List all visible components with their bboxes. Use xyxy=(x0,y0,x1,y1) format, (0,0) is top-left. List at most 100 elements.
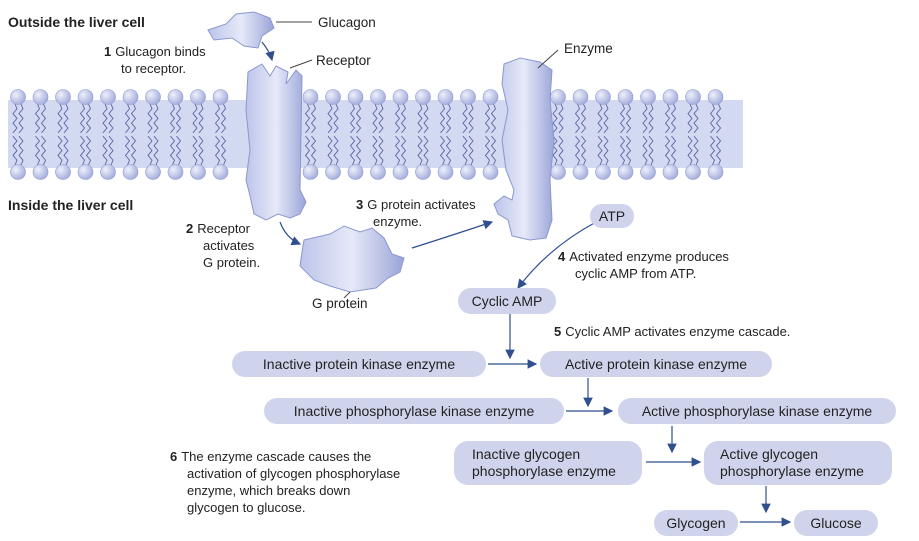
lipid-head xyxy=(595,89,611,105)
lipid-tail xyxy=(484,135,491,166)
lipid-head xyxy=(10,89,26,105)
glucose-pill: Glucose xyxy=(794,510,878,536)
lipid-tail xyxy=(670,103,677,134)
lipid-tail xyxy=(400,103,407,134)
lipid-tail xyxy=(85,135,92,166)
lipid-tail xyxy=(625,135,632,166)
lipid-head xyxy=(100,164,116,180)
lipid-tail xyxy=(63,135,69,166)
lipid-tail xyxy=(57,103,63,134)
lipid-tail xyxy=(709,103,716,134)
lipid-head xyxy=(212,89,229,105)
lipid-tail xyxy=(349,135,356,166)
lipid-tail xyxy=(619,135,626,166)
lipid-tail xyxy=(709,135,716,166)
receptor-leader xyxy=(289,59,313,69)
lipid-tail xyxy=(625,103,632,134)
lipid-head xyxy=(145,164,161,180)
lipid-head xyxy=(347,164,364,180)
arrow-glucagon-to-receptor xyxy=(261,41,275,62)
lipid-head xyxy=(617,164,634,180)
atp-pill: ATP xyxy=(590,204,634,228)
lipid-tail xyxy=(198,135,204,166)
g-protein-molecule xyxy=(299,225,405,293)
lipid-tail xyxy=(619,103,626,134)
lipid-head xyxy=(32,164,49,180)
lipid-tail xyxy=(34,103,41,134)
lipid-tail xyxy=(603,103,609,134)
lipid-tail xyxy=(169,135,176,166)
lipid-tail xyxy=(124,135,131,166)
lipid-head xyxy=(550,164,566,180)
arrow-receptor-to-gprotein xyxy=(279,221,302,246)
lipid-head xyxy=(640,89,656,105)
lipid-tail xyxy=(693,103,699,134)
lipid-tail xyxy=(462,103,468,134)
lipid-head xyxy=(437,89,454,105)
lipid-head xyxy=(595,164,611,180)
lipid-head xyxy=(32,89,49,105)
lipid-tail xyxy=(439,135,446,166)
glycogen-pill: Glycogen xyxy=(654,510,738,536)
lipid-tail xyxy=(57,135,63,166)
lipid-head xyxy=(685,164,701,180)
lipid-tail xyxy=(102,103,108,134)
lipid-tail xyxy=(372,103,378,134)
glucagon-molecule xyxy=(207,11,275,49)
arrow-gprotein-to-enzyme xyxy=(411,220,494,249)
g-protein-label: G protein xyxy=(312,296,368,311)
lipid-tail xyxy=(468,103,474,134)
inactive-phosphorylase-kinase-pill: Inactive phosphorylase kinase enzyme xyxy=(264,398,564,424)
lipid-tail xyxy=(304,135,311,166)
lipid-head xyxy=(167,164,184,180)
lipid-tail xyxy=(687,103,693,134)
lipid-head xyxy=(392,164,409,180)
lipid-tail xyxy=(664,135,671,166)
lipid-head xyxy=(685,89,701,105)
lipid-tail xyxy=(130,103,137,134)
lipid-tail xyxy=(102,135,108,166)
lipid-tail xyxy=(153,103,159,134)
lipid-head xyxy=(190,164,206,180)
lipid-head xyxy=(190,89,206,105)
lipid-head xyxy=(77,164,94,180)
active-phosphorylase-kinase-pill: Active phosphorylase kinase enzyme xyxy=(618,398,896,424)
lipid-tail xyxy=(310,135,317,166)
lipid-tail xyxy=(310,103,317,134)
lipid-tail xyxy=(355,103,362,134)
lipid-tail xyxy=(670,135,677,166)
lipid-tail xyxy=(417,135,423,166)
lipid-tail xyxy=(394,135,401,166)
lipid-head xyxy=(122,164,139,180)
lipid-tail xyxy=(552,103,558,134)
lipid-tail xyxy=(715,103,722,134)
lipid-tail xyxy=(153,135,159,166)
lipid-tail xyxy=(214,103,221,134)
lipid-head xyxy=(707,89,724,105)
outside-label: Outside the liver cell xyxy=(8,14,145,30)
lipid-head xyxy=(212,164,229,180)
lipid-tail xyxy=(445,135,452,166)
lipid-tail xyxy=(468,135,474,166)
lipid-tail xyxy=(169,103,176,134)
lipid-tail xyxy=(12,103,18,134)
lipid-tail xyxy=(18,135,24,166)
lipid-head xyxy=(347,89,364,105)
enzyme-protein xyxy=(493,57,555,241)
lipid-head xyxy=(77,89,94,105)
lipid-tail xyxy=(648,135,654,166)
enzyme-label: Enzyme xyxy=(564,41,613,56)
lipid-head xyxy=(617,89,634,105)
lipid-tail xyxy=(355,135,362,166)
lipid-head xyxy=(10,164,26,180)
inside-label: Inside the liver cell xyxy=(8,197,134,213)
lipid-tail xyxy=(124,103,131,134)
lipid-tail xyxy=(147,135,153,166)
lipid-head xyxy=(370,89,386,105)
lipid-head xyxy=(100,89,116,105)
